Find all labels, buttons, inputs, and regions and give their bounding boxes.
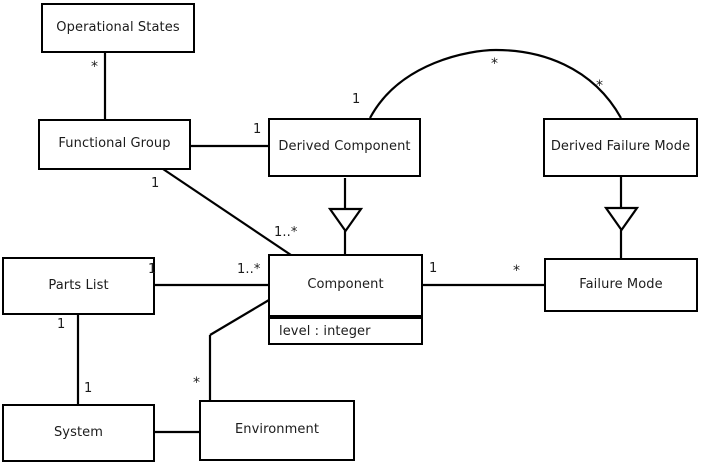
- multiplicity-derived-component-arc: 1: [352, 92, 361, 107]
- name-compartment: Environment: [201, 402, 353, 459]
- name-compartment: Operational States: [43, 5, 193, 51]
- multiplicity-operational-states: *: [91, 59, 99, 75]
- name-compartment: Functional Group: [40, 121, 189, 168]
- edge-environment-component-diagonal: [209, 299, 270, 336]
- class-name-component: Component: [307, 277, 384, 293]
- edge-functional-group-component: [162, 168, 292, 256]
- multiplicity-parts-list-right: 1: [148, 262, 157, 277]
- attribute-compartment-component[interactable]: level : integer: [268, 317, 423, 345]
- class-box-derived-failure-mode[interactable]: Derived Failure Mode: [543, 118, 698, 177]
- multiplicity-functional-group-derived-component: 1: [253, 122, 262, 137]
- class-name-failure-mode: Failure Mode: [579, 276, 663, 292]
- name-compartment: Component: [270, 256, 421, 315]
- class-name-parts-list: Parts List: [48, 277, 109, 293]
- generalization-triangle-derived-failure-mode: [603, 206, 640, 232]
- multiplicity-arc-apex: *: [491, 56, 499, 72]
- class-name-operational-states: Operational States: [56, 19, 180, 35]
- multiplicity-system-top: 1: [84, 381, 93, 396]
- class-box-component[interactable]: Component: [268, 254, 423, 317]
- multiplicity-component-from-functional-group: 1..*: [274, 225, 298, 240]
- class-box-system[interactable]: System: [2, 404, 155, 462]
- multiplicity-derived-failure-mode-arc: *: [596, 78, 604, 94]
- multiplicity-environment-component: *: [193, 375, 201, 391]
- name-compartment: System: [4, 406, 153, 460]
- class-box-parts-list[interactable]: Parts List: [2, 257, 155, 315]
- class-box-operational-states[interactable]: Operational States: [41, 3, 195, 53]
- attribute-component-level: level : integer: [279, 323, 371, 339]
- name-compartment: Derived Failure Mode: [545, 120, 696, 175]
- class-name-functional-group: Functional Group: [58, 136, 171, 152]
- multiplicity-component-from-parts-list: 1..*: [237, 262, 261, 277]
- class-name-system: System: [53, 424, 104, 440]
- class-name-environment: Environment: [234, 422, 320, 438]
- name-compartment: Failure Mode: [546, 260, 696, 310]
- name-compartment: Derived Component: [270, 120, 419, 175]
- class-box-environment[interactable]: Environment: [199, 400, 355, 461]
- class-box-derived-component[interactable]: Derived Component: [268, 118, 421, 177]
- name-compartment: Parts List: [4, 259, 153, 313]
- class-box-failure-mode[interactable]: Failure Mode: [544, 258, 698, 312]
- multiplicity-failure-mode-left: *: [513, 263, 521, 279]
- multiplicity-functional-group-component: 1: [151, 176, 160, 191]
- edge-derived-component-derived-failure-mode-arc: [369, 48, 622, 119]
- multiplicity-parts-list-bottom: 1: [57, 317, 66, 332]
- class-box-functional-group[interactable]: Functional Group: [38, 119, 191, 170]
- generalization-triangle-derived-component: [327, 207, 364, 233]
- class-name-derived-component: Derived Component: [278, 139, 411, 155]
- class-name-derived-failure-mode: Derived Failure Mode: [550, 139, 691, 155]
- multiplicity-component-failure-mode: 1: [429, 261, 438, 276]
